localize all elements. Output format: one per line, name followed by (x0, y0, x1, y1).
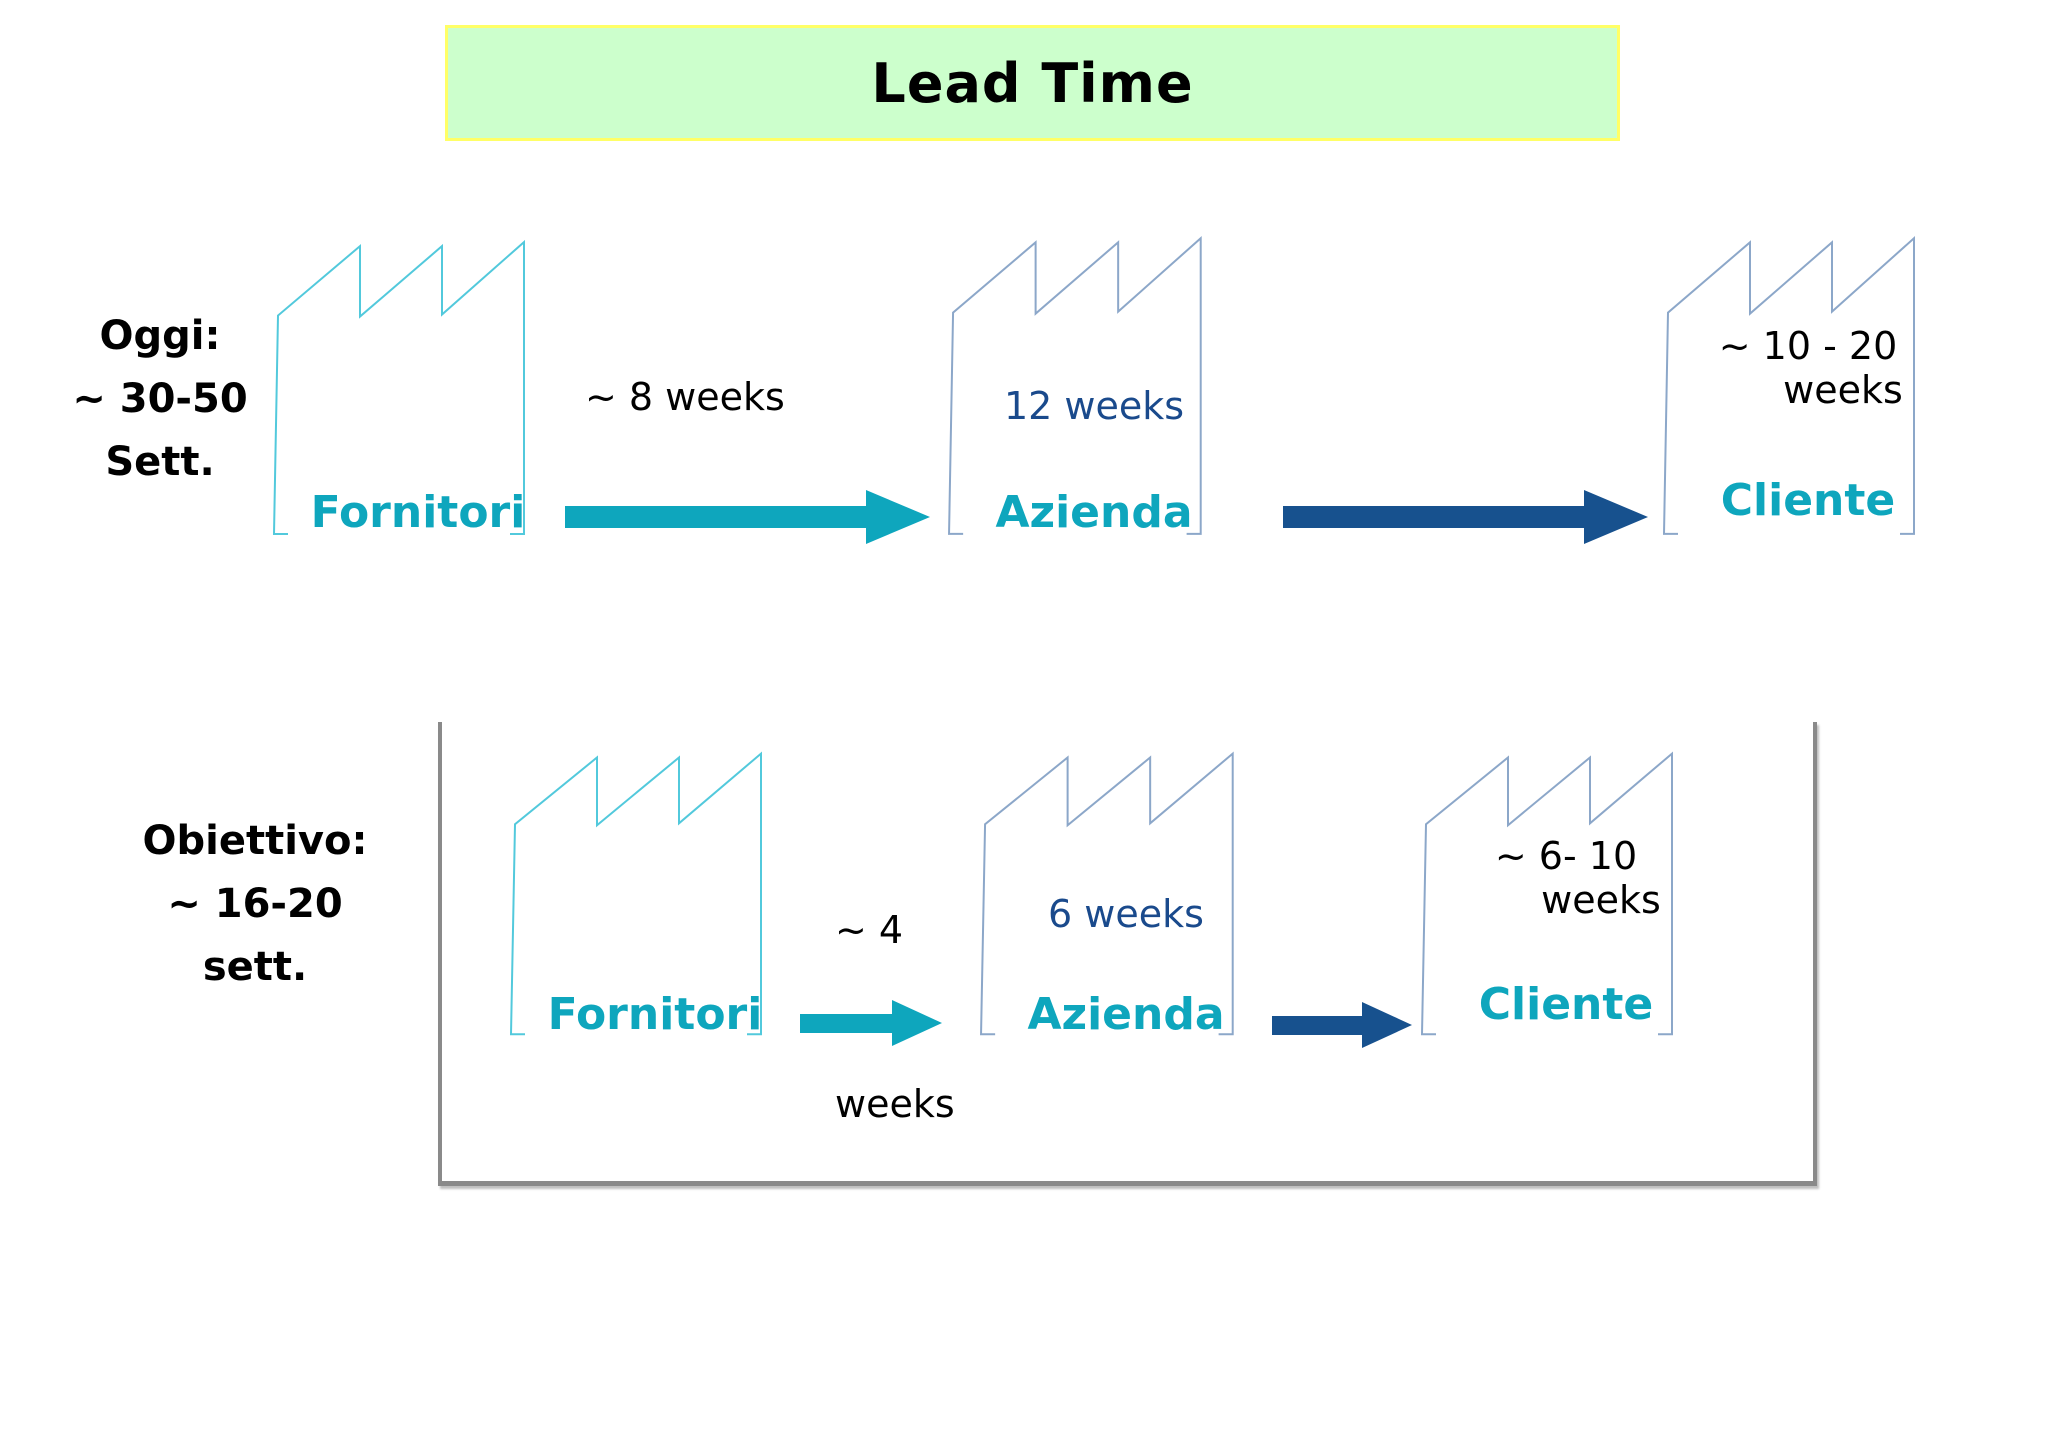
target-supplier-to-company-duration: ~ 4 weeks (835, 785, 955, 1249)
target-supplier-label: Fornitori (547, 989, 763, 1040)
arrow-shaft (565, 506, 866, 528)
target-company-duration: 6 weeks (1048, 892, 1204, 936)
arrow-shaft (1283, 506, 1584, 528)
target-company-to-customer-arrow (1272, 1002, 1412, 1048)
target-company-factory: 6 weeks Azienda (975, 742, 1277, 1042)
factory-icon (975, 742, 1277, 1042)
target-customer-factory: ~ 6- 10 weeks Cliente (1416, 742, 1716, 1042)
target-supplier-to-company-duration-line2: weeks (835, 1082, 955, 1126)
arrow-shaft (1272, 1015, 1362, 1035)
target-supplier-to-company-arrow (800, 1000, 942, 1046)
today-side-label-line1: Oggi: (99, 313, 221, 359)
factory-icon (268, 230, 568, 542)
target-company-label: Azienda (1027, 989, 1225, 1040)
target-supplier-to-company-duration-line1: ~ 4 (835, 908, 904, 952)
today-customer-duration: ~ 10 - 20 weeks (1658, 324, 1958, 412)
arrow-head-icon (1362, 1002, 1412, 1048)
today-side-label-line3: Sett. (105, 439, 215, 485)
today-company-factory: 12 weeks Azienda (943, 226, 1245, 542)
target-customer-duration-line2: weeks (1541, 878, 1661, 922)
title-banner: Lead Time (445, 25, 1620, 141)
today-company-label: Azienda (995, 487, 1193, 538)
page-title: Lead Time (871, 51, 1194, 115)
target-container-box (438, 722, 1817, 1186)
target-customer-duration: ~ 6- 10 weeks (1416, 834, 1716, 922)
arrow-head-icon (892, 1000, 942, 1046)
target-side-label-line3: sett. (202, 944, 308, 990)
arrow-head-icon (866, 490, 930, 544)
factory-icon (505, 742, 805, 1042)
today-side-label-line2: ~ 30-50 (72, 376, 248, 422)
target-side-label-line2: ~ 16-20 (167, 881, 343, 927)
target-supplier-factory: Fornitori (505, 742, 805, 1042)
today-customer-duration-line2: weeks (1783, 368, 1903, 412)
target-side-label: Obiettivo: ~ 16-20 sett. (110, 810, 400, 999)
arrow-head-icon (1584, 490, 1648, 544)
factory-icon (1658, 226, 1958, 542)
today-supplier-to-company-arrow (565, 490, 930, 544)
today-side-label: Oggi: ~ 30-50 Sett. (30, 305, 290, 494)
today-customer-factory: ~ 10 - 20 weeks Cliente (1658, 226, 1958, 542)
today-supplier-to-company-duration: ~ 8 weeks (585, 375, 785, 419)
target-customer-label: Cliente (1478, 979, 1654, 1030)
today-company-duration: 12 weeks (1003, 384, 1185, 428)
today-customer-duration-line1: ~ 10 - 20 (1718, 324, 1898, 368)
factory-icon (1416, 742, 1716, 1042)
today-supplier-factory: Fornitori (268, 230, 568, 542)
target-customer-duration-line1: ~ 6- 10 (1494, 834, 1638, 878)
today-company-to-customer-arrow (1283, 490, 1648, 544)
today-customer-label: Cliente (1720, 475, 1896, 526)
target-side-label-line1: Obiettivo: (142, 818, 368, 864)
arrow-shaft (800, 1013, 892, 1033)
today-supplier-label: Fornitori (310, 487, 526, 538)
factory-icon (943, 226, 1245, 542)
